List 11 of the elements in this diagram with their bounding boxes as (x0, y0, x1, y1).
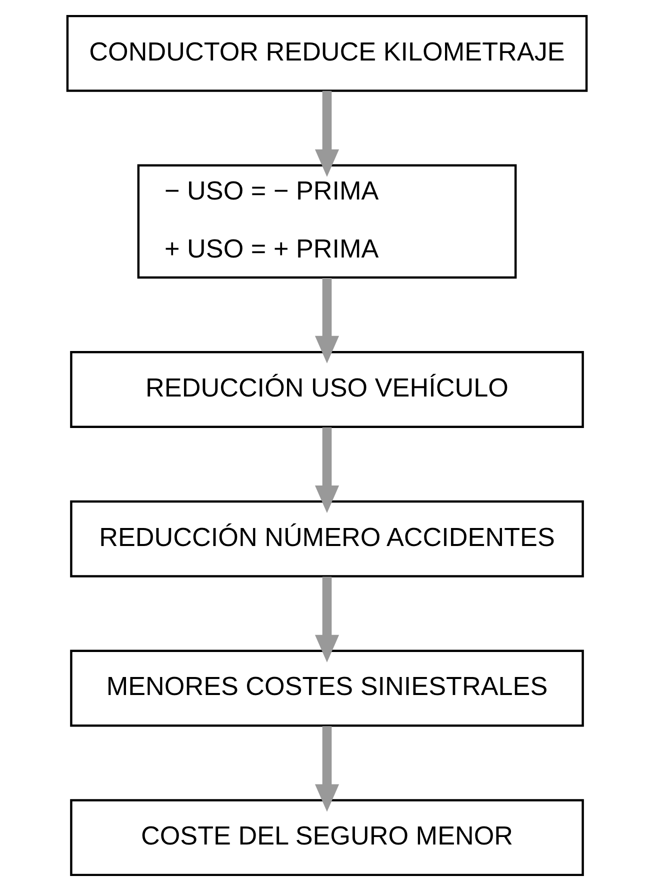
arrow (314, 427, 339, 514)
arrow (314, 726, 339, 812)
node-box: CONDUCTOR REDUCE KILOMETRAJE (66, 14, 588, 92)
arrow (314, 278, 339, 364)
node-box: REDUCCIÓN NÚMERO ACCIDENTES (70, 500, 584, 578)
arrow (314, 576, 339, 662)
node-box: REDUCCIÓN USO VEHÍCULO (70, 351, 584, 428)
node-box: COSTE DEL SEGURO MENOR (70, 799, 584, 876)
arrow (314, 90, 339, 177)
node-box: − USO = − PRIMA + USO = + PRIMA (136, 164, 516, 279)
node-box: MENORES COSTES SINIESTRALES (70, 650, 584, 727)
